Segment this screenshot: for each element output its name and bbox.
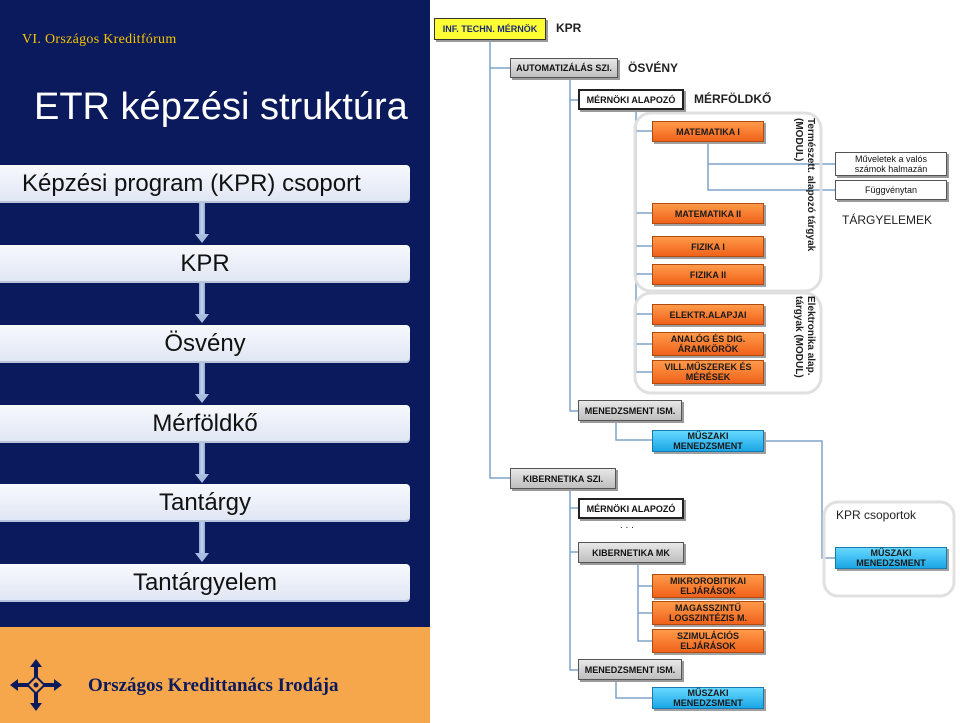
kpr-node: INF. TECHN. MÉRNÖK	[434, 18, 546, 40]
hierarchy-level-milestone: Mérföldkő	[0, 405, 410, 443]
milestone-label: MÉRFÖLDKŐ	[694, 92, 772, 106]
module-label: Elektronika alap. tárgyak (MODUL)	[793, 296, 816, 378]
path-node: KIBERNETIKA SZI.	[510, 468, 616, 489]
hierarchy-level-path: Ösvény	[0, 325, 410, 363]
subject-node: FIZIKA I	[652, 236, 764, 257]
subject-node: MAGASSZINTŰ LOGSZINTÉZIS M.	[652, 601, 764, 625]
down-arrow-icon	[195, 363, 209, 405]
hierarchy-level-kpr-group: Képzési program (KPR) csoport	[0, 165, 410, 203]
subject-node: MATEMATIKA I	[652, 121, 764, 142]
subject-elements-label: TÁRGYELEMEK	[842, 213, 933, 227]
down-arrow-icon	[195, 203, 209, 245]
kpr-group-label: KPR csoportok	[836, 508, 917, 522]
subject-node: ANALÓG ÉS DIG. ÁRAMKÖRÖK	[652, 332, 764, 356]
path-node: AUTOMATIZÁLÁS SZI.	[510, 58, 618, 78]
slide-title: ETR képzési struktúra	[34, 86, 408, 128]
subject-node: MIKROROBITIKAI ELJÁRÁSOK	[652, 574, 764, 598]
module-label: Természett. alapozó tárgyak (MODUL)	[793, 118, 816, 252]
subject-node: VILL.MŰSZEREK ÉS MÉRÉSEK	[652, 360, 764, 384]
hierarchy-level-subject-element: Tantárgyelem	[0, 564, 410, 602]
milestone-node: KIBERNETIKA MK	[578, 542, 684, 563]
kpr-label: KPR	[556, 21, 582, 35]
subject-node: MATEMATIKA II	[652, 203, 764, 224]
left-panel: VI. Országos Kreditfórum ETR képzési str…	[0, 0, 430, 627]
down-arrow-icon	[195, 283, 209, 325]
down-arrow-icon	[195, 443, 209, 485]
milestone-node: MÉRNÖKI ALAPOZÓ	[578, 89, 684, 110]
hierarchy-level-kpr: KPR	[0, 245, 410, 283]
subject-node: ELEKTR.ALAPJAI	[652, 304, 764, 325]
down-arrow-icon	[195, 522, 209, 564]
compass-logo-icon	[10, 659, 62, 711]
subject-node: MŰSZAKI MENEDZSMENT	[652, 687, 764, 709]
connector-lines	[489, 40, 956, 699]
subject-node: FIZIKA II	[652, 264, 764, 285]
ellipsis: . . .	[620, 520, 634, 531]
path-label: ÖSVÉNY	[628, 61, 679, 75]
hierarchy-level-subject: Tantárgy	[0, 484, 410, 522]
organization-name: Országos Kredittanács Irodája	[88, 675, 339, 696]
subject-element-node: Műveletek a valós számok halmazán	[835, 152, 947, 176]
subject-element-node: Függvénytan	[835, 180, 947, 200]
footer: Országos Kredittanács Irodája	[0, 627, 430, 723]
subject-node: SZIMULÁCIÓS ELJÁRÁSOK	[652, 629, 764, 653]
subject-node: MŰSZAKI MENEDZSMENT	[652, 430, 764, 452]
milestone-node: MÉRNÖKI ALAPOZÓ	[578, 498, 684, 519]
structure-diagram: INF. TECHN. MÉRNÖK KPR AUTOMATIZÁLÁS SZI…	[430, 0, 960, 723]
milestone-node: MENEDZSMENT ISM.	[578, 400, 682, 421]
conference-tag: VI. Országos Kreditfórum	[22, 32, 177, 47]
milestone-node: MENEDZSMENT ISM.	[578, 659, 682, 680]
kpr-group-node: MŰSZAKI MENEDZSMENT	[835, 547, 947, 569]
